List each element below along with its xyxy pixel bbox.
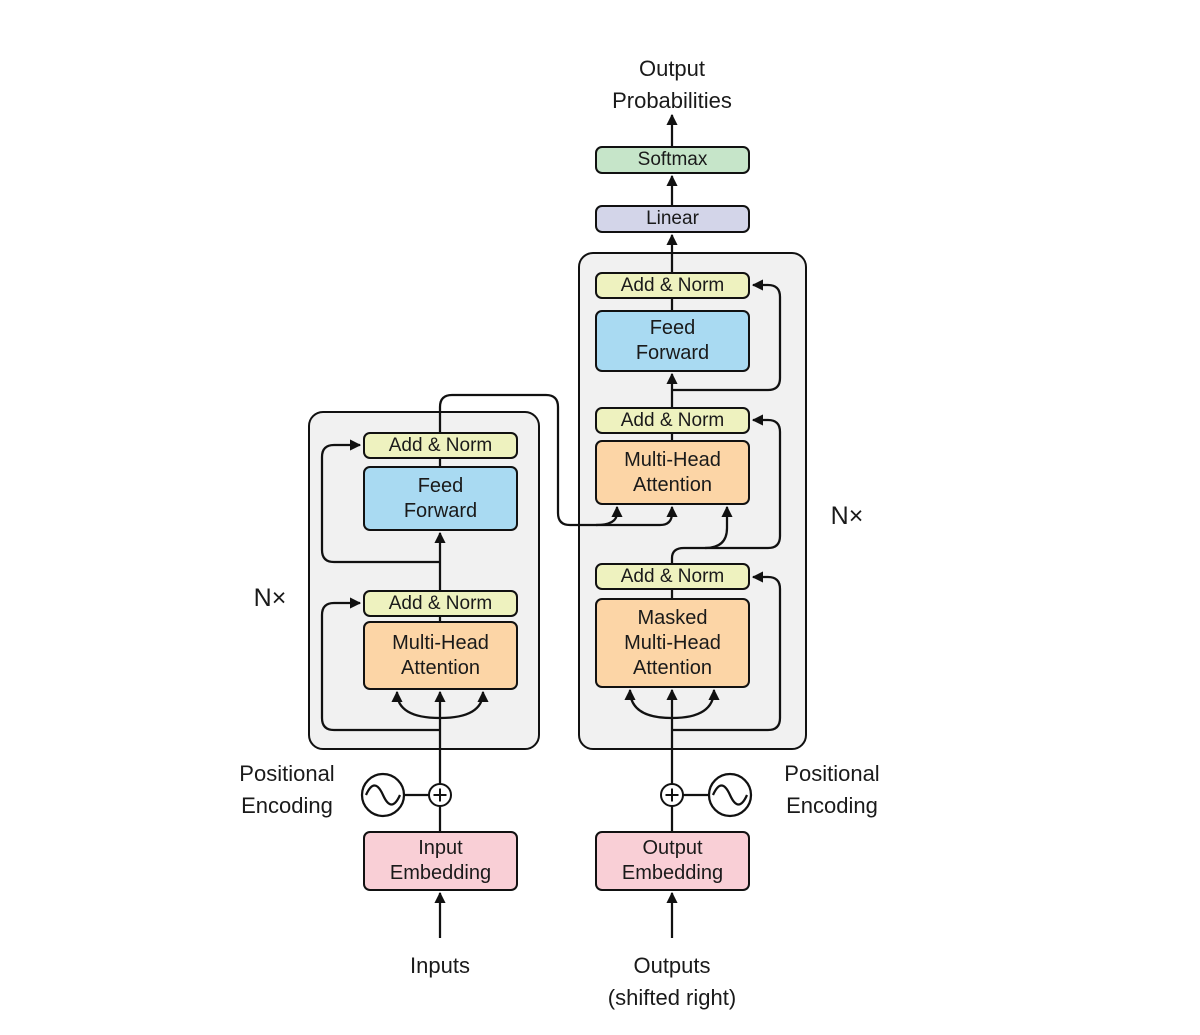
encoder-add-norm-2-box: Add & Norm <box>363 432 518 459</box>
right-positional-encoding-label: Positional Encoding <box>762 758 902 822</box>
arrow-encoder-residual-2 <box>320 439 440 564</box>
decoder-add-norm-2-label: Add & Norm <box>620 409 725 431</box>
output-probabilities-label: Output Probabilities <box>572 53 772 117</box>
outputs-label: Outputs (shifted right) <box>572 950 772 1014</box>
arrow-decoder-residual-2 <box>670 414 782 563</box>
encoder-add-norm-1-box: Add & Norm <box>363 590 518 617</box>
encoder-add-norm-2-label: Add & Norm <box>388 434 493 456</box>
masked-mha-label-line3: Attention <box>633 656 712 679</box>
left-positional-encoding-label: Positional Encoding <box>222 758 352 822</box>
decoder-feed-forward-box: Feed Forward <box>595 310 750 372</box>
encoder-mha-label-line2: Attention <box>401 656 480 679</box>
output-embedding-box: Output Embedding <box>595 831 750 891</box>
arrow-encoder-to-decoder-center <box>438 393 678 527</box>
inputs-text: Inputs <box>410 953 470 978</box>
decoder-nx-label: N× <box>822 498 872 534</box>
output-embedding-label-line2: Embedding <box>621 862 724 884</box>
encoder-mha-label-line1: Multi-Head <box>392 631 489 654</box>
encoder-add-norm-1-label: Add & Norm <box>388 592 493 614</box>
right-pos-enc-line2: Encoding <box>786 792 878 818</box>
arrow-decoder-query-riser <box>704 505 733 550</box>
decoder-add-norm-3-box: Add & Norm <box>595 272 750 299</box>
inputs-label: Inputs <box>365 950 515 982</box>
input-embedding-label-line2: Embedding <box>389 862 492 884</box>
decoder-add-norm-1-box: Add & Norm <box>595 563 750 590</box>
arrow-encoder-to-decoder-left <box>595 505 623 527</box>
decoder-add-norm-3-label: Add & Norm <box>620 274 725 296</box>
linear-box: Linear <box>595 205 750 233</box>
decoder-feed-forward-label-line2: Forward <box>635 342 710 364</box>
arrow-encoder-input-right-branch <box>439 690 489 720</box>
masked-mha-label-line1: Masked <box>637 606 708 629</box>
encoder-feed-forward-box: Feed Forward <box>363 466 518 531</box>
arrow-decoder-residual-1 <box>672 571 782 732</box>
decoder-nx-text: N× <box>830 502 864 530</box>
outputs-line1: Outputs <box>633 953 711 978</box>
masked-multi-head-attention-box: Masked Multi-Head Attention <box>595 598 750 688</box>
input-embedding-box: Input Embedding <box>363 831 518 891</box>
decoder-add-norm-1-label: Add & Norm <box>620 565 725 587</box>
encoder-nx-text: N× <box>253 584 287 612</box>
left-pos-enc-line1: Positional <box>239 761 335 786</box>
arrow-encoder-input-left-branch <box>391 690 441 720</box>
decoder-multi-head-attention-box: Multi-Head Attention <box>595 440 750 505</box>
wire-group <box>320 113 782 938</box>
output-embedding-label-line1: Output <box>642 837 703 859</box>
right-pos-enc-line1: Positional <box>784 761 880 786</box>
output-probabilities-line1: Output <box>638 56 706 81</box>
decoder-mha-label-line2: Attention <box>633 473 712 496</box>
encoder-nx-label: N× <box>245 580 295 616</box>
arrow-decoder-input-right-branch <box>671 688 720 720</box>
decoder-add-norm-2-box: Add & Norm <box>595 407 750 434</box>
linear-label: Linear <box>646 208 699 230</box>
softmax-box: Softmax <box>595 146 750 174</box>
left-sine-wave-icon <box>360 772 406 818</box>
right-plus-circle-icon <box>660 783 684 807</box>
left-plus-circle-icon <box>428 783 452 807</box>
encoder-multi-head-attention-box: Multi-Head Attention <box>363 621 518 690</box>
encoder-feed-forward-label-line1: Feed <box>417 474 464 497</box>
left-pos-enc-line2: Encoding <box>241 792 333 818</box>
right-sine-wave-icon <box>707 772 753 818</box>
outputs-line2: (shifted right) <box>607 984 737 1010</box>
arrow-encoder-residual-1 <box>320 597 440 732</box>
output-probabilities-line2: Probabilities <box>612 87 732 113</box>
masked-mha-label-line2: Multi-Head <box>624 631 721 654</box>
encoder-feed-forward-label-line2: Forward <box>403 499 478 522</box>
arrow-decoder-residual-3 <box>672 279 782 392</box>
decoder-mha-label-line1: Multi-Head <box>624 448 721 471</box>
input-embedding-label-line1: Input <box>418 837 463 859</box>
arrow-decoder-input-left-branch <box>624 688 673 720</box>
decoder-feed-forward-label-line1: Feed <box>649 317 696 339</box>
softmax-label: Softmax <box>637 149 708 171</box>
